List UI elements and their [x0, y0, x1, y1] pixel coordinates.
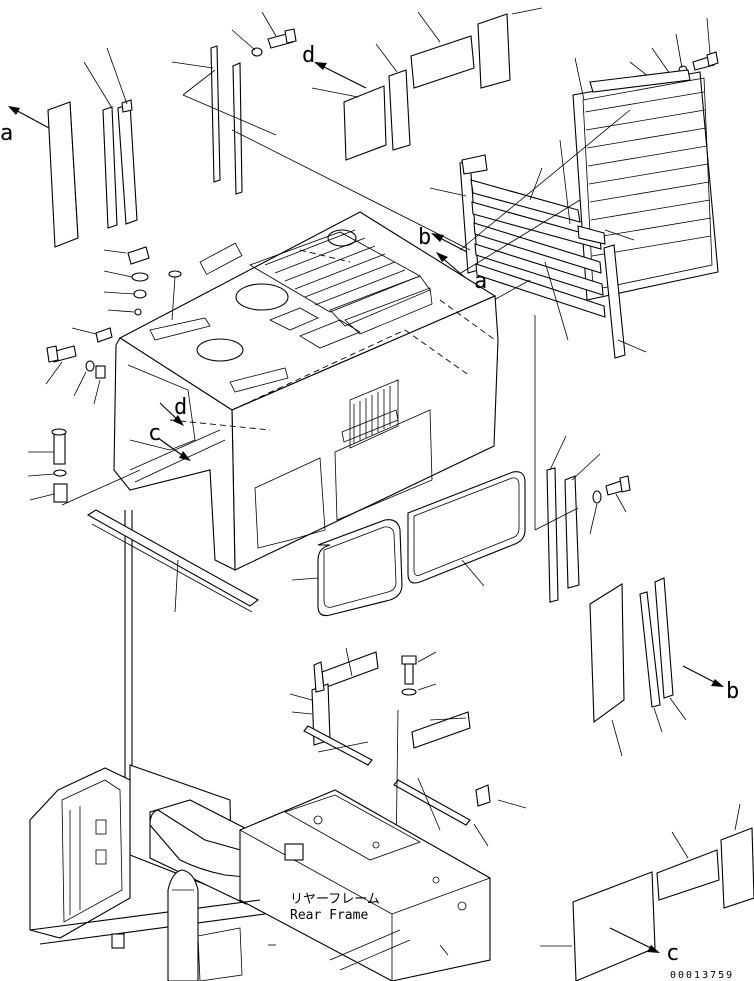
bolt-top-center	[231, 11, 297, 57]
frame-bottom-parts	[197, 927, 449, 981]
arrow-b-right	[682, 665, 724, 687]
callout-b-right: b	[726, 679, 739, 704]
cylinder-tank	[167, 869, 199, 981]
insulation-pads-right	[589, 577, 687, 757]
rear-frame	[129, 764, 491, 981]
side-strips-right	[534, 315, 601, 603]
arrow-d-top	[314, 62, 367, 89]
hardware-left-column	[71, 246, 182, 343]
arrow-c-hood	[157, 437, 191, 461]
arrow-b-mid	[431, 233, 468, 253]
door-gasket-left	[291, 519, 403, 617]
support-pipe	[124, 510, 133, 800]
insulation-pad-a-left	[47, 101, 79, 248]
callout-c-hood: c	[148, 421, 161, 446]
arrow-a-left	[8, 106, 50, 129]
bolt-right-mid	[589, 475, 631, 535]
support-brackets	[289, 647, 471, 831]
insulation-pads-top	[311, 7, 543, 161]
callout-b-mid: b	[418, 225, 431, 250]
callout-c-bottom: c	[666, 941, 679, 966]
arrow-c-bottom	[609, 927, 660, 953]
rear-grille	[572, 57, 719, 301]
arrow-d-hood	[159, 402, 184, 426]
frame-tower-left	[29, 767, 266, 949]
rear-frame-label-en: Rear Frame	[290, 908, 368, 923]
bolts-left-mid	[45, 345, 106, 405]
insulation-pads-bottom-right	[540, 803, 754, 981]
engine-hood	[113, 211, 499, 571]
hood-top-vents	[249, 229, 433, 349]
drawing-number: 00013759	[670, 970, 734, 981]
door-gasket-right	[407, 471, 526, 587]
vertical-seal-strips	[171, 45, 277, 195]
leader-lines	[231, 109, 631, 331]
callout-d-top: d	[302, 43, 315, 68]
cross-beam	[86, 509, 260, 613]
callout-a-mid: a	[474, 269, 487, 294]
callout-a-left: a	[0, 121, 13, 146]
bracket-pins-right	[473, 784, 527, 847]
bolt-collar-left	[27, 428, 141, 506]
callout-d-hood: d	[174, 395, 187, 420]
hood-front-vent	[341, 379, 399, 449]
rear-frame-label-jp: リヤーフレーム	[290, 892, 380, 907]
seal-strips-left	[83, 47, 138, 229]
